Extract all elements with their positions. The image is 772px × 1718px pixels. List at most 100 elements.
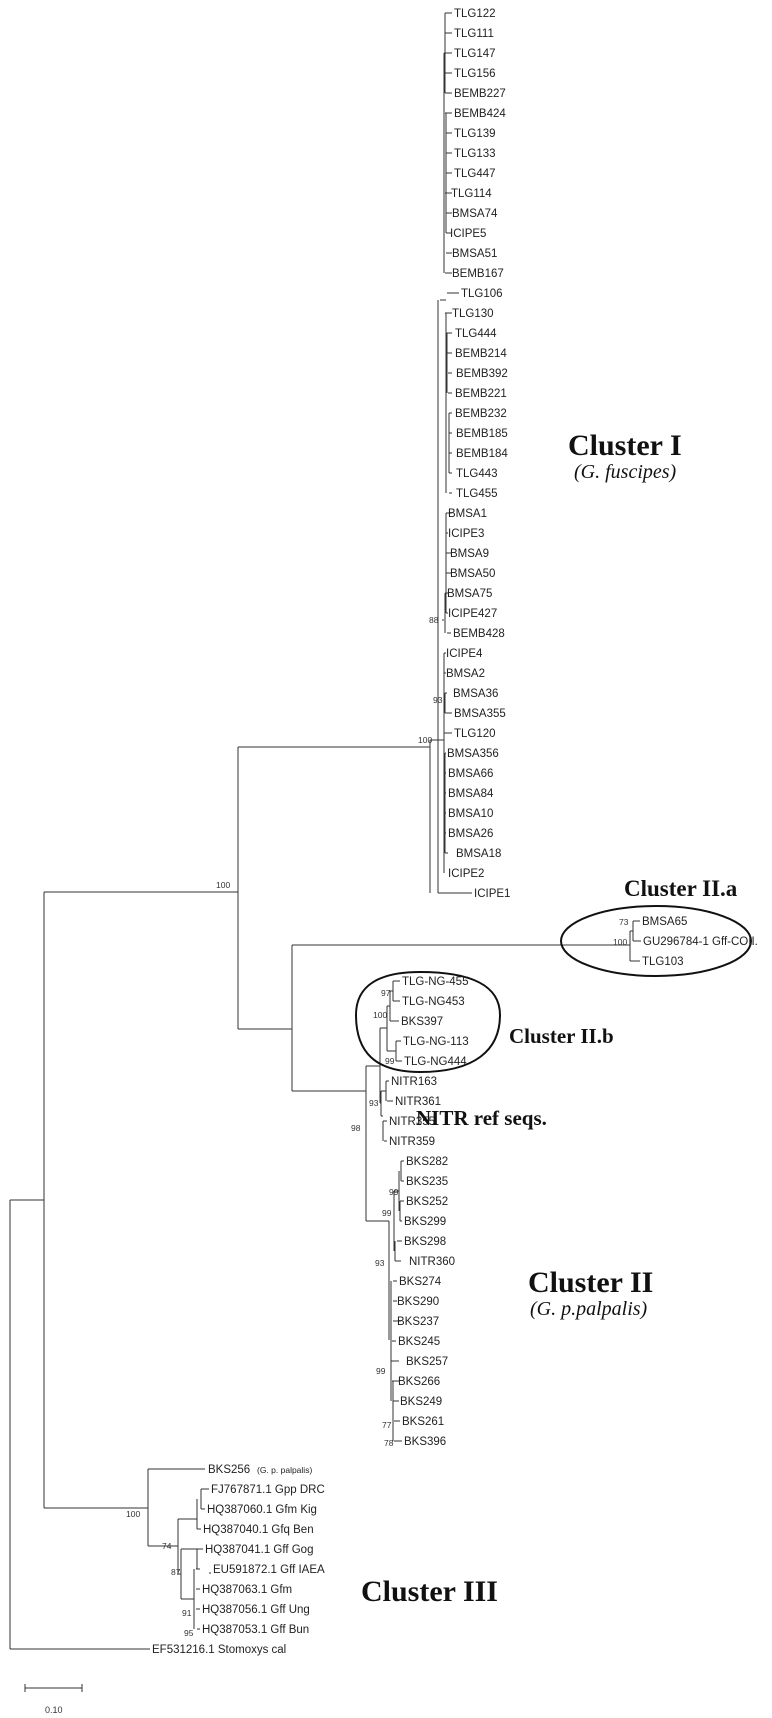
bootstrap-value: 99 — [389, 1187, 399, 1197]
cluster-IIb-outline — [354, 970, 502, 1074]
bootstrap-value: 77 — [382, 1420, 392, 1430]
cluster-III-title: Cluster III — [361, 1575, 498, 1608]
bootstrap-value: 88 — [429, 615, 439, 625]
bootstrap-value: 100 — [613, 937, 627, 947]
tip-label: BKS266 — [398, 1376, 440, 1388]
tip-label: BKS235 — [406, 1176, 448, 1188]
nitr-title: NITR ref seqs. — [416, 1106, 547, 1130]
tip-label: TLG106 — [461, 288, 503, 300]
tip-label: BMSA65 — [642, 916, 687, 928]
tree-branches — [9, 12, 641, 1650]
tip-label: BEMB221 — [455, 388, 507, 400]
tip-label: BMSA10 — [448, 808, 493, 820]
tip-label: BMSA36 — [453, 688, 498, 700]
bootstrap-value: 100 — [216, 880, 230, 890]
tip-label: BKS298 — [404, 1236, 446, 1248]
tip-label: TLG120 — [454, 728, 496, 740]
tip-label: ICIPE5 — [450, 228, 486, 240]
tip-label: BEMB214 — [455, 348, 507, 360]
tip-label: BEMB428 — [453, 628, 505, 640]
tip-label: BMSA9 — [450, 548, 489, 560]
tip-label: ICIPE3 — [448, 528, 484, 540]
tip-label: NITR355 — [389, 1116, 435, 1128]
cluster-II-subtitle: (G. p.palpalis) — [530, 1298, 648, 1320]
bootstrap-value: 97 — [381, 988, 391, 998]
bootstrap-value: 100 — [126, 1509, 140, 1519]
tip-label: HQ387040.1 Gfq Ben — [203, 1524, 314, 1536]
tip-label: TLG444 — [455, 328, 497, 340]
bootstrap-value: 87 — [171, 1567, 181, 1577]
tip-label: BKS252 — [406, 1196, 448, 1208]
bootstrap-value: 73 — [619, 917, 629, 927]
cluster-I-labels: TLG122 TLG111 TLG147 TLG156 BEMB227 BEMB… — [446, 8, 510, 900]
cluster-IIa-outline — [560, 905, 752, 977]
tip-label: BMSA26 — [448, 828, 493, 840]
tip-label: BEMB167 — [452, 268, 504, 280]
tip-label: BEMB184 — [456, 448, 508, 460]
tip-label: TLG-NG-113 — [403, 1036, 469, 1048]
tip-label: BMSA18 — [456, 848, 501, 860]
scale-bar: 0.10 — [24, 1684, 83, 1715]
cluster-III-labels: BKS256 (G. p. palpalis) FJ767871.1 Gpp D… — [202, 1464, 325, 1636]
tip-label: BMSA50 — [450, 568, 495, 580]
tip-label: BMSA51 — [452, 248, 497, 260]
tip-label: TLG455 — [456, 488, 498, 500]
bootstrap-value: 100 — [373, 1010, 387, 1020]
bootstrap-value: 74 — [162, 1541, 172, 1551]
tip-label: BMSA84 — [448, 788, 494, 800]
tip-label: BEMB424 — [454, 108, 506, 120]
bootstrap-value: 99 — [382, 1208, 392, 1218]
bootstrap-value: 99 — [385, 1056, 395, 1066]
tip-label: BMSA2 — [446, 668, 485, 680]
tip-label: BMSA1 — [448, 508, 487, 520]
tip-label: BEMB227 — [454, 88, 506, 100]
bootstrap-value: 98 — [351, 1123, 361, 1133]
tip-label: BKS257 — [406, 1356, 448, 1368]
tip-label: EU591872.1 Gff IAEA — [213, 1564, 325, 1576]
tip-label: ICIPE427 — [448, 608, 497, 620]
scale-bar-label: 0.10 — [45, 1705, 63, 1715]
cluster-IIa-group: BMSA65 GU296784-1 Gff-COII. TLG103 Clust… — [560, 876, 758, 977]
tip-label: BKS237 — [397, 1316, 439, 1328]
cluster-II-title: Cluster II — [528, 1266, 653, 1299]
tip-label: HQ387060.1 Gfm Kig — [207, 1504, 317, 1516]
tip-label: HQ387041.1 Gff Gog — [205, 1544, 313, 1556]
cluster-IIb-group: TLG-NG-455 TLG-NG453 BKS397 TLG-NG-113 T… — [354, 970, 614, 1074]
tip-label: BKS282 — [406, 1156, 448, 1168]
tip-label: TLG447 — [454, 168, 496, 180]
outgroup-label: EF531216.1 Stomoxys cal — [152, 1644, 286, 1656]
tip-label: TLG-NG444 — [404, 1056, 467, 1068]
tip-label: TLG122 — [454, 8, 496, 20]
tip-label: NITR163 — [391, 1076, 437, 1088]
tip-label: TLG139 — [454, 128, 496, 140]
cluster-II-labels: BKS282 BKS235 BKS252 BKS299 BKS298 NITR3… — [397, 1156, 455, 1448]
tip-label: BKS261 — [402, 1416, 444, 1428]
tip-label: BEMB232 — [455, 408, 507, 420]
tip-label: BKS245 — [398, 1336, 440, 1348]
bootstrap-value: 93 — [433, 695, 443, 705]
tip-label: NITR361 — [395, 1096, 441, 1108]
tip-label: ICIPE4 — [446, 648, 483, 660]
tip-label: TLG156 — [454, 68, 496, 80]
tip-label: NITR359 — [389, 1136, 435, 1148]
tip-label: NITR360 — [409, 1256, 455, 1268]
tip-label: ICIPE2 — [448, 868, 484, 880]
tip-label: GU296784-1 Gff-COII. — [643, 936, 758, 948]
tip-note: (G. p. palpalis) — [257, 1465, 312, 1475]
bootstrap-value: 78 — [384, 1438, 394, 1448]
bootstrap-value: 93 — [375, 1258, 385, 1268]
tip-label: BMSA74 — [452, 208, 498, 220]
tip-label: BKS290 — [397, 1296, 439, 1308]
bootstrap-value: 99 — [376, 1366, 386, 1376]
cluster-IIa-title: Cluster II.a — [624, 876, 738, 901]
bootstrap-value: 93 — [369, 1098, 379, 1108]
tip-label: FJ767871.1 Gpp DRC — [211, 1484, 325, 1496]
bootstrap-values: 88 93 100 100 73 100 97 100 99 93 98 99 … — [126, 615, 629, 1638]
tip-label: TLG103 — [642, 956, 684, 968]
bootstrap-value: 95 — [184, 1628, 194, 1638]
bootstrap-value: 100 — [418, 735, 432, 745]
tip-label: BKS274 — [399, 1276, 442, 1288]
nitr-group: NITR163 NITR361 NITR355 NITR359 NITR ref… — [389, 1076, 547, 1148]
tip-label: BEMB185 — [456, 428, 508, 440]
